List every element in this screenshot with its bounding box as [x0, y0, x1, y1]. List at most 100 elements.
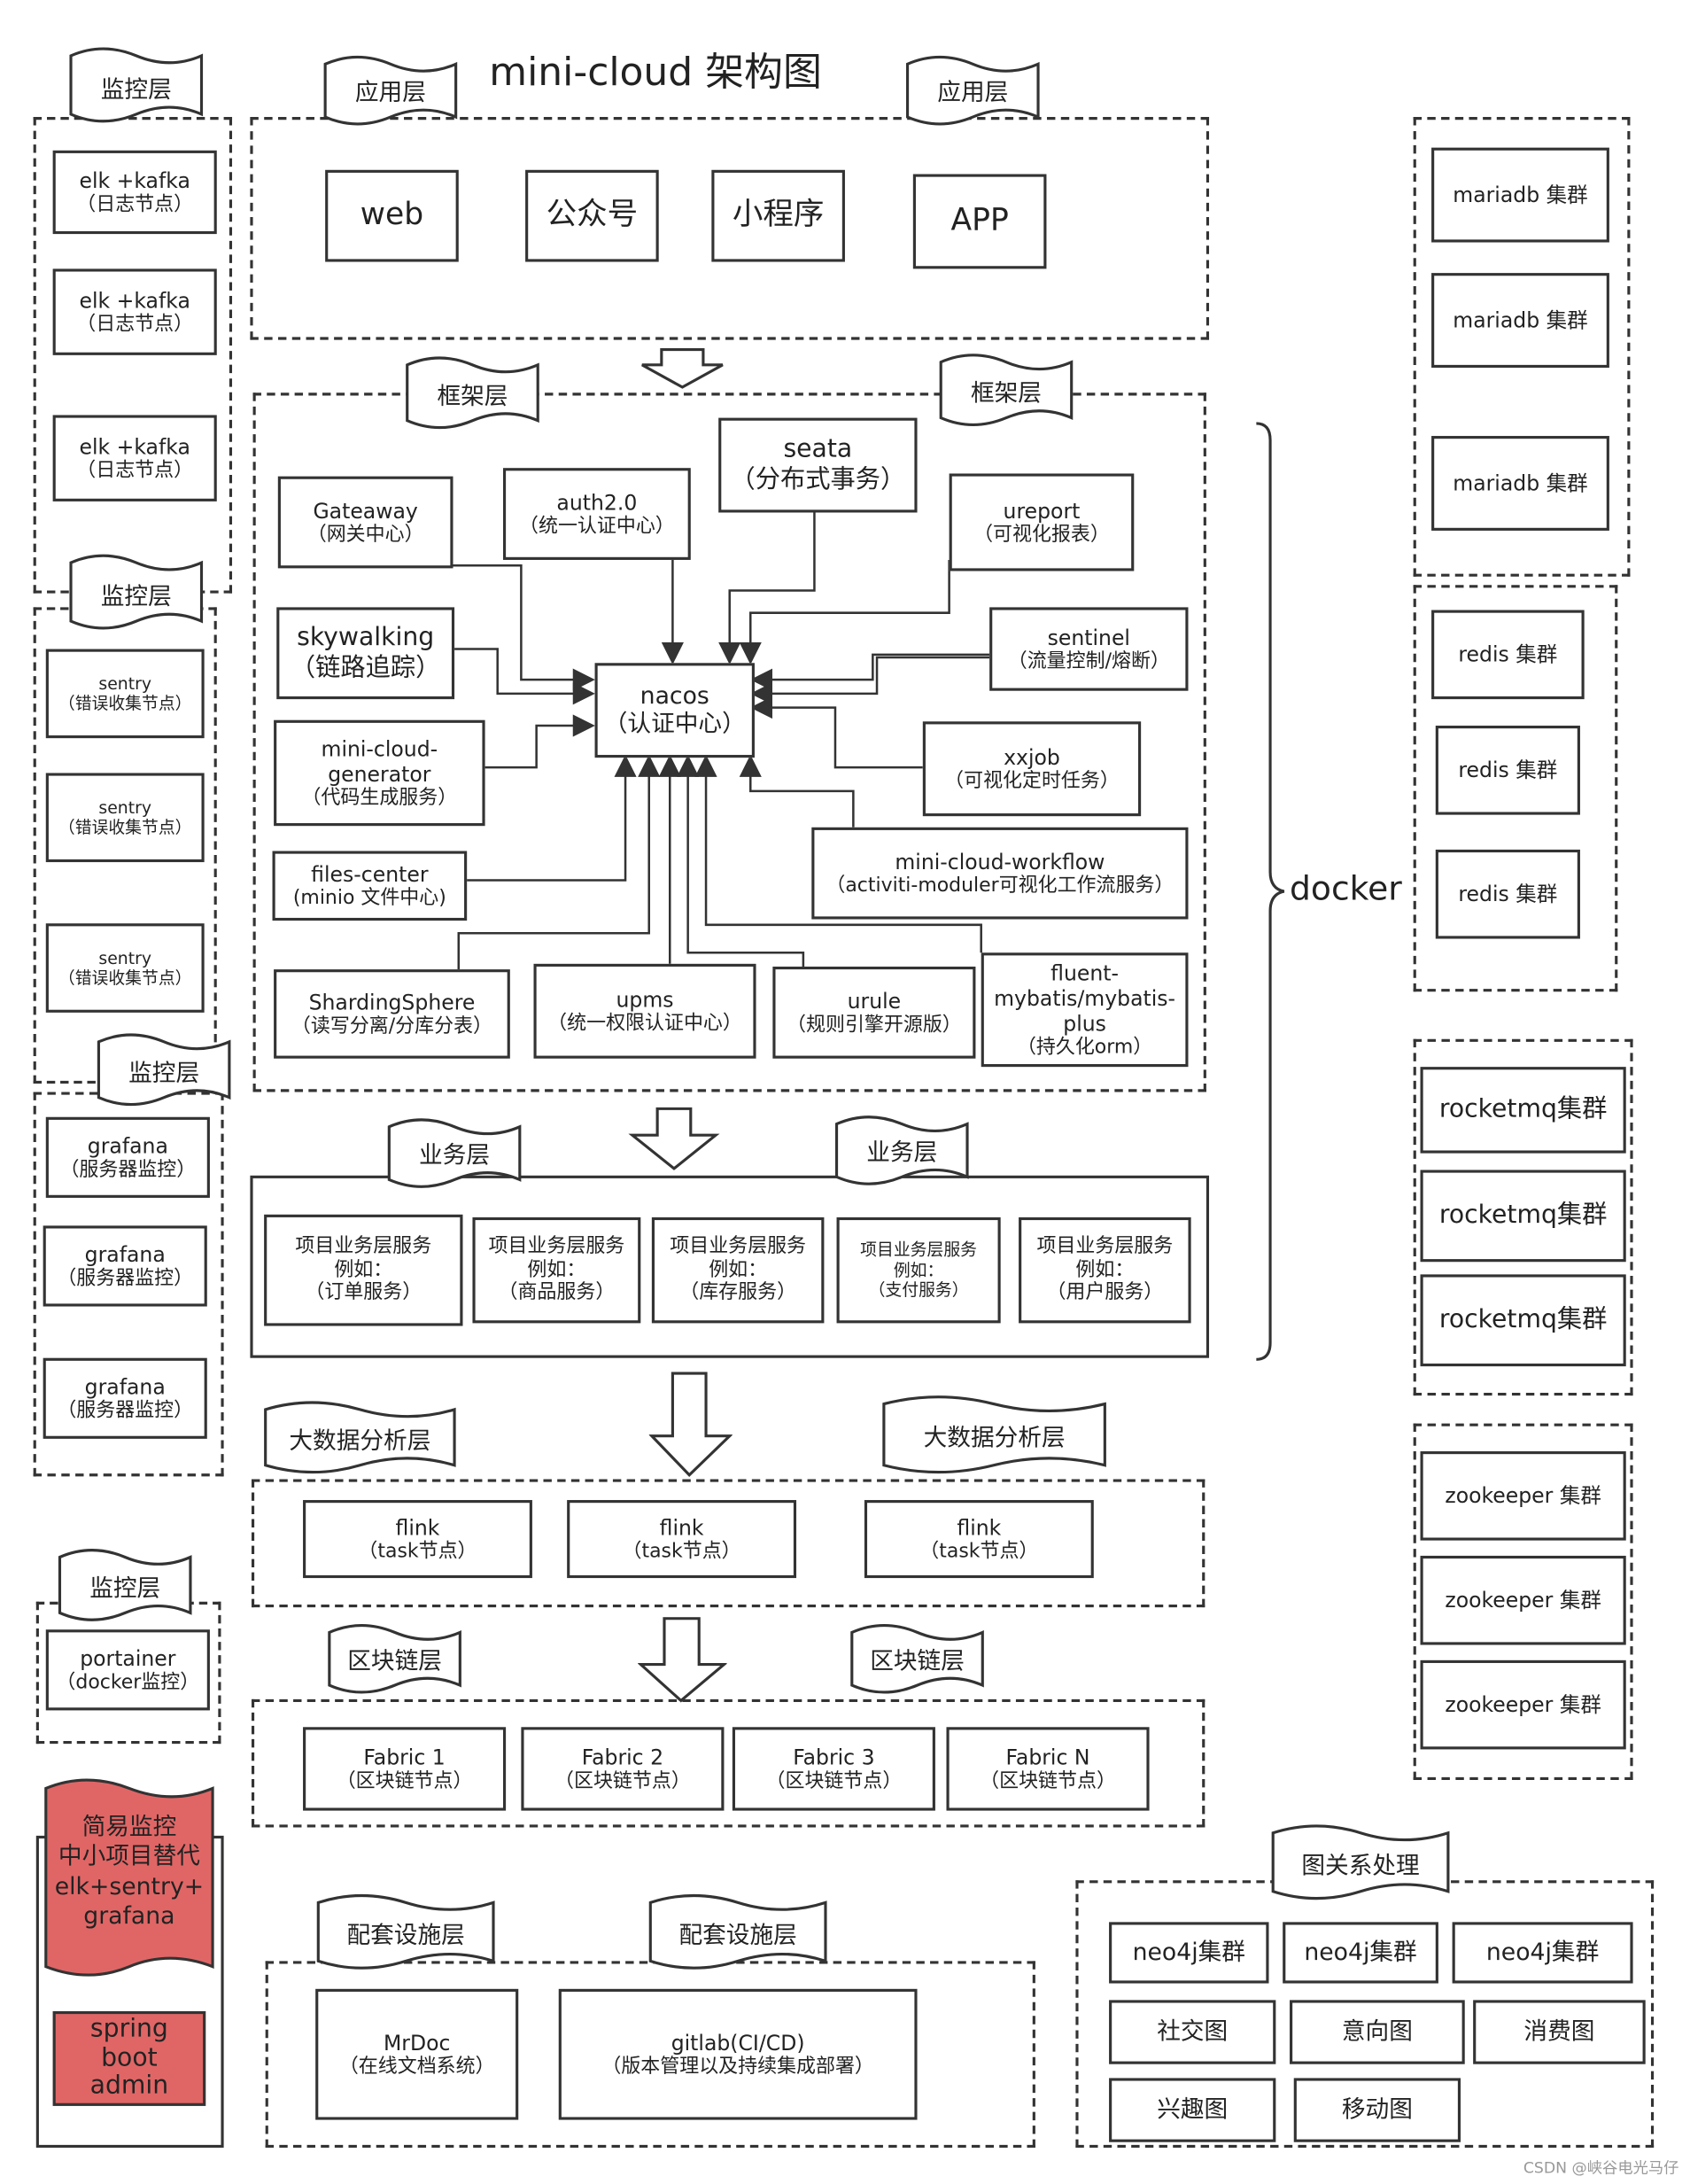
monitor-sentry-3: sentry（错误收集节点）	[45, 923, 205, 1013]
framework-nacos: nacos（认证中心）	[594, 663, 755, 758]
framework-urule: urule（规则引擎开源版）	[772, 966, 976, 1059]
mariadb-region	[1413, 117, 1631, 577]
blockchain-layer-tag-left: 区块链层	[328, 1624, 461, 1697]
monitor-sentry-1: sentry（错误收集节点）	[45, 649, 205, 739]
diagram-title: mini-cloud 架构图	[489, 49, 822, 95]
business-service-inventory: 项目业务层服务例如：（库存服务）	[651, 1216, 825, 1324]
mariadb-cluster-2: mariadb 集群	[1431, 273, 1609, 369]
app-layer-region	[250, 117, 1210, 340]
graph-mobility: 移动图	[1293, 2078, 1461, 2142]
framework-skywalking: skywalking（链路追踪）	[276, 607, 455, 700]
framework-workflow: mini-cloud-workflow（activiti-moduler可视化工…	[811, 827, 1189, 920]
framework-ureport: ureport（可视化报表）	[949, 473, 1135, 571]
watermark-footer: CSDN @峡谷电光马仔	[1523, 2158, 1679, 2178]
framework-xxjob: xxjob（可视化定时任务）	[922, 721, 1142, 817]
monitor-elk-1: elk +kafka（日志节点）	[52, 150, 217, 235]
graph-neo4j-2: neo4j集群	[1283, 1922, 1438, 1984]
zookeeper-region	[1413, 1423, 1633, 1781]
framework-gateway: Gateaway（网关中心）	[277, 476, 454, 569]
monitor-grafana-2: grafana（服务器监控）	[43, 1225, 207, 1307]
business-layer-region	[250, 1175, 1210, 1358]
app-wechat-official: 公众号	[525, 169, 659, 262]
framework-sharding: ShardingSphere（读写分离/分库分表）	[274, 969, 510, 1059]
redis-cluster-2: redis 集群	[1435, 726, 1580, 815]
graph-layer-tag: 图关系处理	[1271, 1824, 1450, 1902]
app-layer-tag-left: 应用层	[323, 55, 458, 128]
zookeeper-cluster-1: zookeeper 集群	[1420, 1451, 1626, 1541]
mariadb-cluster-3: mariadb 集群	[1431, 436, 1609, 531]
redis-cluster-1: redis 集群	[1431, 610, 1585, 700]
framework-sentinel: sentinel（流量控制/熔断）	[989, 607, 1189, 691]
app-web: web	[325, 169, 459, 262]
bigdata-flink-3: flink（task节点）	[864, 1500, 1094, 1579]
bigdata-layer-region	[251, 1479, 1205, 1608]
monitor-tag-grafana: 监控层	[97, 1033, 231, 1108]
bigdata-flink-2: flink（task节点）	[567, 1500, 797, 1579]
graph-consumption: 消费图	[1473, 2000, 1646, 2064]
monitor-simple-banner: 简易监控 中小项目替代 elk+sentry+ grafana	[44, 1777, 214, 1984]
app-mobile: APP	[912, 174, 1047, 269]
rocketmq-cluster-1: rocketmq集群	[1420, 1067, 1626, 1154]
business-service-payment: 项目业务层服务例如：（支付服务）	[836, 1216, 1001, 1324]
docker-label: docker	[1290, 868, 1402, 908]
monitor-elk-3: elk +kafka（日志节点）	[52, 415, 217, 501]
business-service-user: 项目业务层服务例如：（用户服务）	[1019, 1216, 1191, 1324]
support-layer-tag-right: 配套设施层	[648, 1893, 827, 1972]
monitor-sentry-2: sentry（错误收集节点）	[45, 773, 205, 863]
blockchain-fabric-2: Fabric 2（区块链节点）	[521, 1727, 725, 1811]
business-layer-tag-left: 业务层	[387, 1118, 522, 1191]
support-layer-tag-left: 配套设施层	[316, 1893, 495, 1972]
monitor-tag-portainer: 监控层	[58, 1549, 192, 1624]
framework-layer-tag-left: 框架层	[406, 356, 539, 431]
graph-neo4j-1: neo4j集群	[1109, 1922, 1269, 1984]
bigdata-layer-tag-right: 大数据分析层	[882, 1395, 1106, 1476]
monitor-grafana-1: grafana（服务器监控）	[45, 1116, 210, 1198]
business-layer-tag-right: 业务层	[834, 1115, 969, 1188]
rocketmq-cluster-3: rocketmq集群	[1420, 1274, 1626, 1367]
graph-neo4j-3: neo4j集群	[1452, 1922, 1633, 1984]
framework-auth: auth2.0（统一认证中心）	[502, 468, 691, 560]
framework-generator: mini-cloud-generator（代码生成服务）	[274, 719, 485, 827]
monitor-portainer: portainer（docker监控）	[45, 1629, 210, 1711]
blockchain-layer-region	[251, 1698, 1205, 1828]
framework-seata: seata（分布式事务）	[718, 417, 918, 513]
bigdata-layer-tag-left: 大数据分析层	[264, 1401, 456, 1476]
blockchain-layer-tag-right: 区块链层	[850, 1624, 984, 1697]
monitor-tag-sentry: 监控层	[69, 554, 204, 633]
zookeeper-cluster-2: zookeeper 集群	[1420, 1555, 1626, 1645]
rocketmq-region	[1413, 1038, 1633, 1396]
framework-fluent-mybatis: fluent-mybatis/mybatis-plus（持久化orm）	[981, 952, 1189, 1068]
blockchain-fabric-1: Fabric 1（区块链节点）	[303, 1727, 507, 1811]
zookeeper-cluster-3: zookeeper 集群	[1420, 1659, 1626, 1750]
graph-intent: 意向图	[1290, 2000, 1465, 2064]
docker-brace	[1256, 422, 1285, 1361]
framework-layer-region	[252, 392, 1206, 1092]
monitor-elk-2: elk +kafka（日志节点）	[52, 268, 217, 355]
mariadb-cluster-1: mariadb 集群	[1431, 147, 1609, 243]
support-gitlab: gitlab(CI/CD)（版本管理以及持续集成部署）	[558, 1988, 918, 2120]
monitor-tag-elk: 监控层	[69, 47, 204, 125]
monitor-grafana-3: grafana（服务器监控）	[43, 1357, 207, 1439]
rocketmq-cluster-2: rocketmq集群	[1420, 1170, 1626, 1263]
flow-arrow-2	[628, 1107, 720, 1170]
flow-arrow-4	[638, 1617, 727, 1703]
blockchain-fabric-n: Fabric N（区块链节点）	[946, 1727, 1150, 1811]
app-layer-tag-right: 应用层	[905, 55, 1040, 128]
business-service-order: 项目业务层服务例如：（订单服务）	[264, 1214, 463, 1326]
bigdata-flink-1: flink（task节点）	[303, 1500, 532, 1579]
business-service-product: 项目业务层服务例如：（商品服务）	[472, 1216, 641, 1324]
flow-arrow-1	[641, 348, 724, 389]
graph-social: 社交图	[1109, 2000, 1276, 2064]
redis-region	[1413, 585, 1618, 992]
support-mrdoc: MrDoc（在线文档系统）	[315, 1988, 519, 2120]
blockchain-fabric-3: Fabric 3（区块链节点）	[732, 1727, 935, 1811]
framework-files-center: files-center(minio 文件中心)	[272, 851, 468, 921]
app-mini-program: 小程序	[711, 169, 845, 262]
flow-arrow-3	[648, 1372, 733, 1477]
redis-cluster-3: redis 集群	[1435, 849, 1580, 939]
graph-interest: 兴趣图	[1109, 2078, 1276, 2142]
framework-upms: upms（统一权限认证中心）	[533, 963, 756, 1059]
framework-layer-tag-right: 框架层	[939, 354, 1074, 429]
